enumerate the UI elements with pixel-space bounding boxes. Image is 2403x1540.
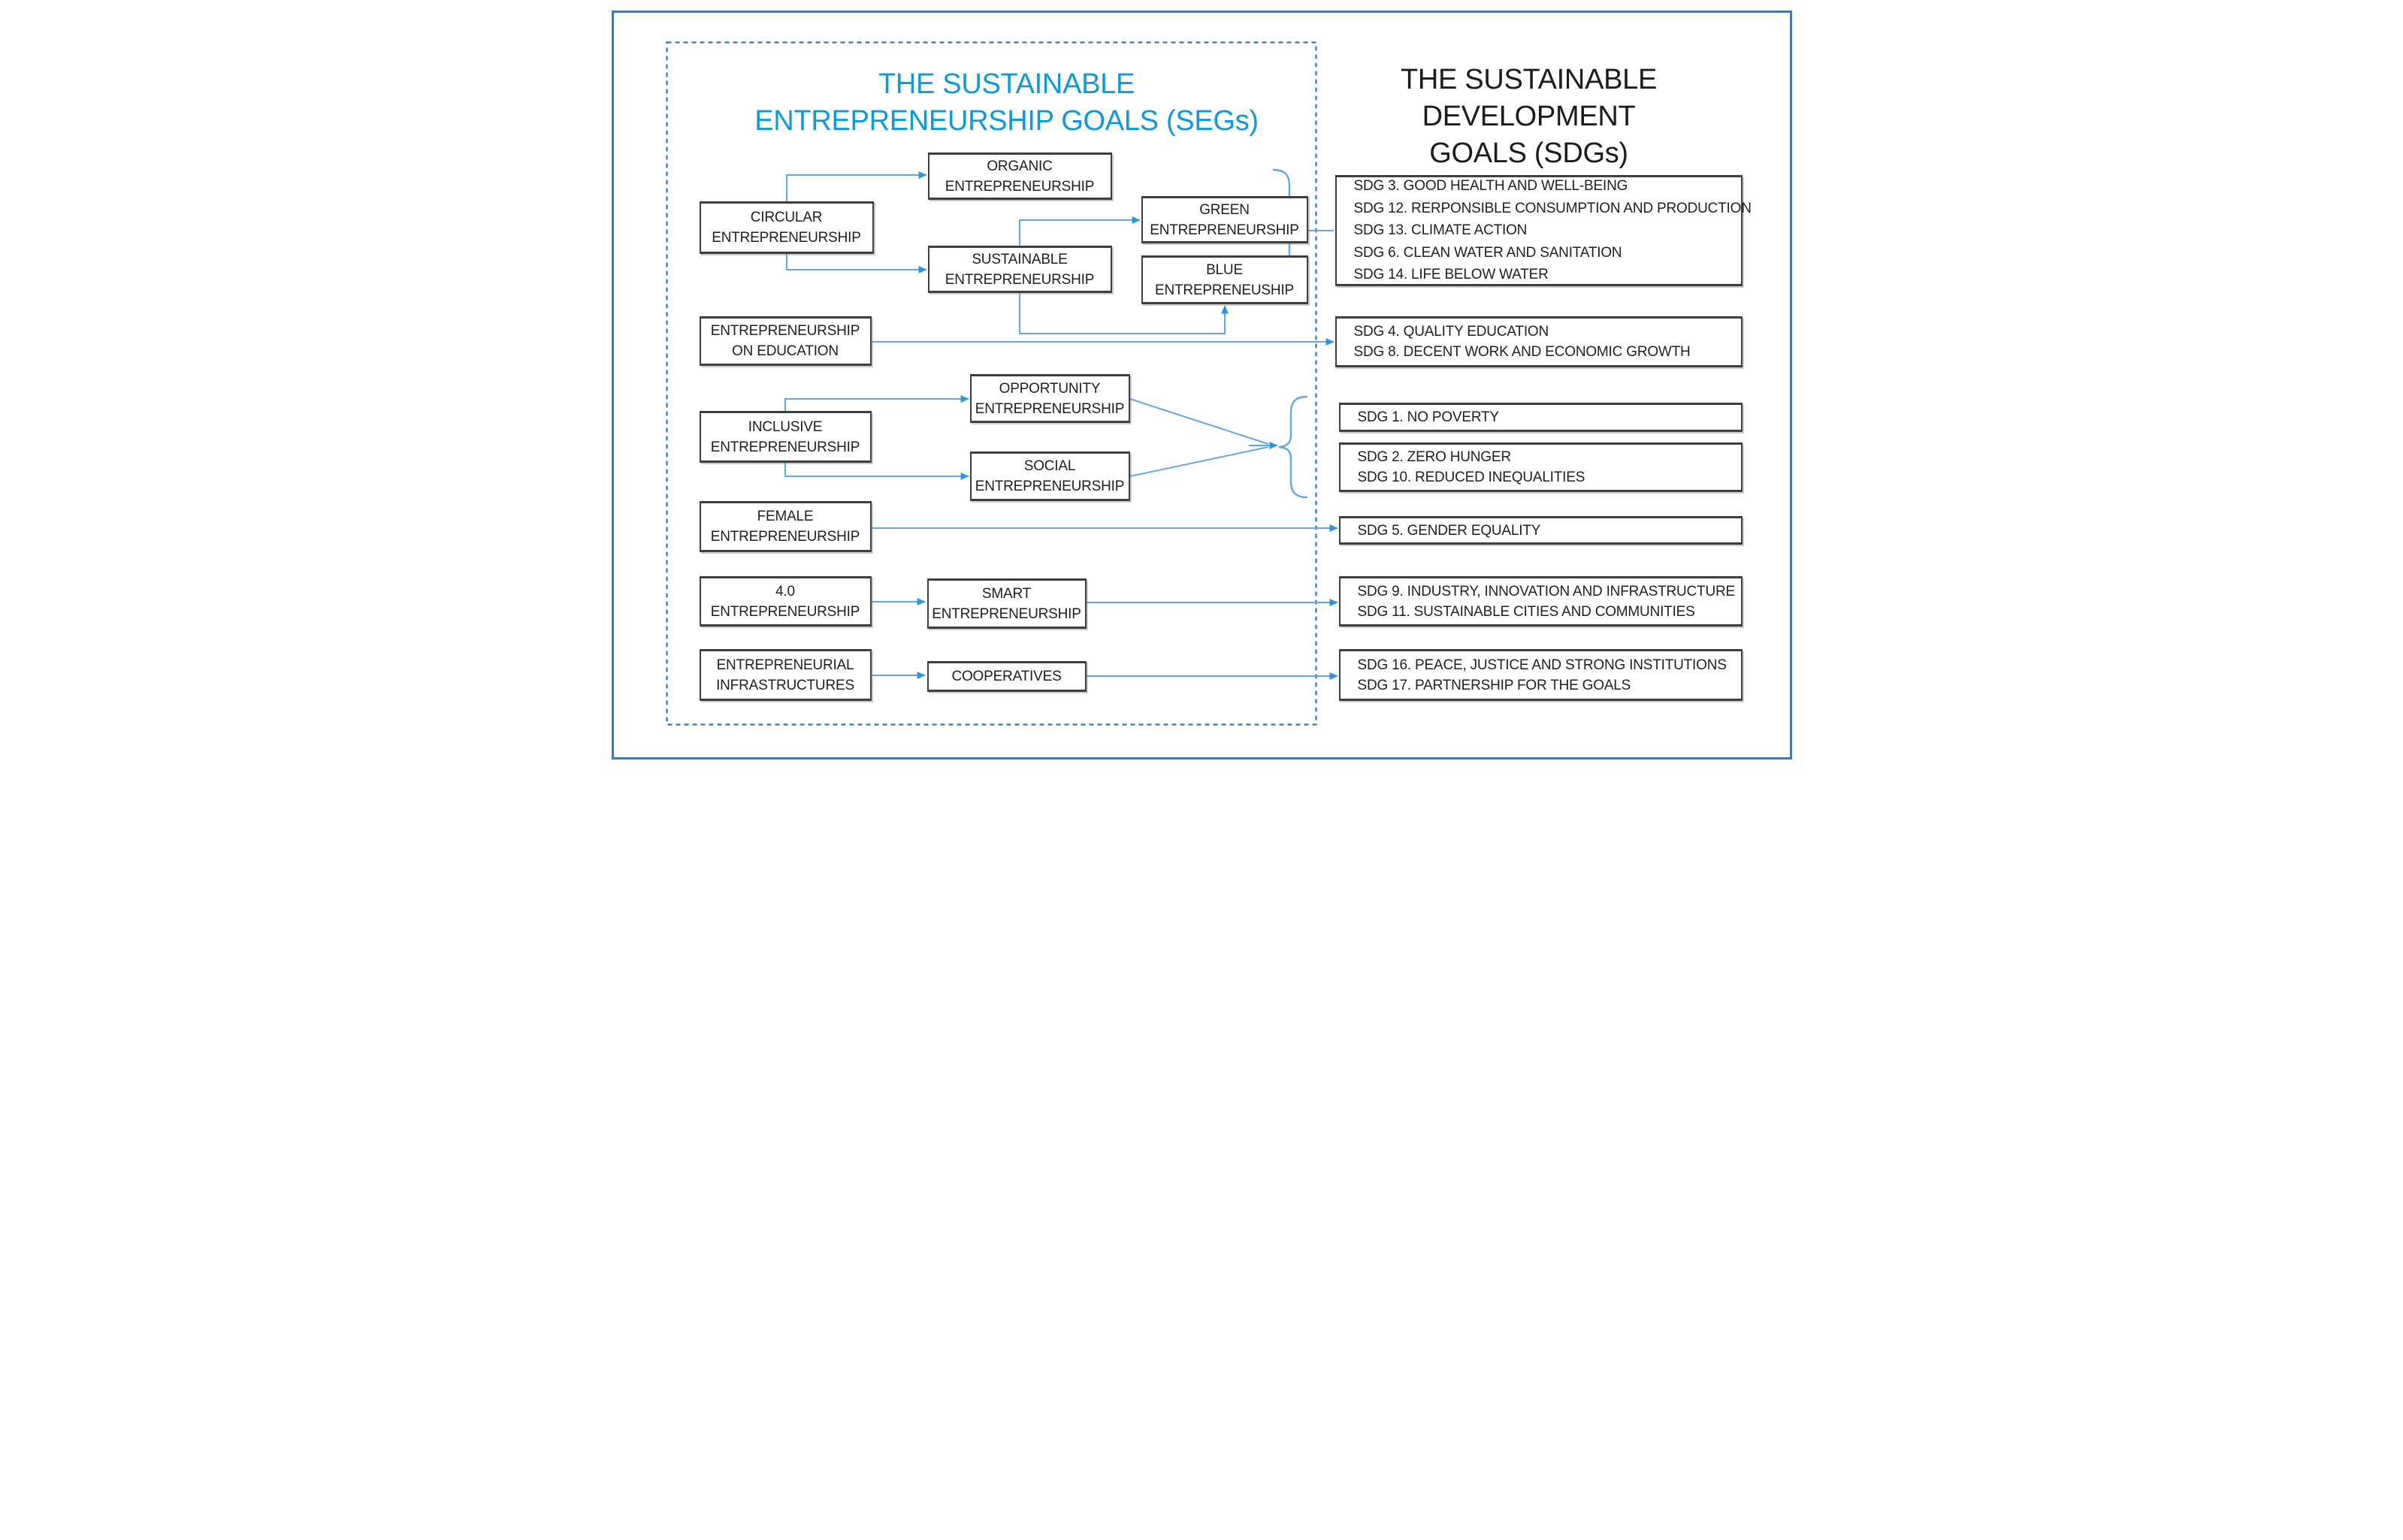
seg-box-four-zero-label: 4.0 ENTREPRENEURSHIP [710,583,860,620]
seg-box-education: ENTREPRENEURSHIP ON EDUCATION [699,316,872,366]
connector-social-diagonal [1129,446,1268,477]
sdg-box-industry-group: SDG 9. INDUSTRY, INNOVATION AND INFRASTR… [1338,576,1743,627]
seg-box-circular: CIRCULAR ENTREPRENEURSHIP [699,201,874,254]
seg-box-infrastructures-label: ENTREPRENEURIAL INFRASTRUCTURES [716,657,854,693]
sdg-line: SDG 11. SUSTAINABLE CITIES AND COMMUNITI… [1357,603,1695,620]
sdg-box-poverty: SDG 1. NO POVERTY [1338,403,1743,432]
seg-box-cooperatives: COOPERATIVES [926,661,1087,692]
connector-circular-to-sustainable [785,254,927,273]
sdg-line: SDG 1. NO POVERTY [1357,409,1500,425]
seg-box-inclusive: INCLUSIVE ENTREPRENEURSHIP [699,411,872,463]
sdg-line: SDG 10. REDUCED INEQUALITIES [1357,470,1585,485]
sdg-line: SDG 13. CLIMATE ACTION [1353,222,1528,239]
seg-box-social: SOCIAL ENTREPRENEURSHIP [969,451,1130,501]
connector-layer [665,41,1338,726]
diagram-canvas: THE SUSTAINABLE ENTREPRENEURSHIP GOALS (… [600,0,1803,770]
sdg-title: THE SUSTAINABLE DEVELOPMENT GOALS (SDGs) [1400,64,1658,169]
seg-box-blue: BLUE ENTREPRENEUSHIP [1141,255,1308,304]
sdg-line: SDG 9. INDUSTRY, INNOVATION AND INFRASTR… [1357,583,1736,599]
connector-circular-to-organic [785,171,927,201]
seg-box-smart-label: SMART ENTREPRENEURSHIP [932,585,1081,622]
sdg-line: SDG 3. GOOD HEALTH AND WELL-BEING [1353,178,1628,195]
sdg-line: SDG 17. PARTNERSHIP FOR THE GOALS [1357,677,1631,693]
seg-box-blue-label: BLUE ENTREPRENEUSHIP [1155,261,1294,298]
sdg-line: SDG 12. RERPONSIBLE CONSUMPTION AND PROD… [1353,200,1752,216]
seg-box-sustainable: SUSTAINABLE ENTREPRENEURSHIP [927,246,1112,293]
connector-sustainable-to-blue [1018,293,1229,334]
sdg-box-health-group: SDG 3. GOOD HEALTH AND WELL-BEING SDG 12… [1334,175,1752,286]
connector-inclusive-to-social [784,463,969,480]
seg-box-sustainable-label: SUSTAINABLE ENTREPRENEURSHIP [945,251,1095,288]
connector-inclusive-to-opportunity [784,395,969,411]
sdg-line: SDG 4. QUALITY EDUCATION [1353,324,1549,340]
sdg-box-gender: SDG 5. GENDER EQUALITY [1338,516,1743,545]
sdg-line: SDG 6. CLEAN WATER AND SANITATION [1353,244,1622,261]
sdg-line: SDG 2. ZERO HUNGER [1357,449,1512,465]
sdg-line: SDG 14. LIFE BELOW WATER [1353,267,1549,283]
seg-box-green: GREEN ENTREPRENEURSHIP [1141,196,1308,243]
connector-sustainable-to-green [1018,216,1141,246]
sdg-box-peace-group: SDG 16. PEACE, JUSTICE AND STRONG INSTIT… [1338,649,1743,701]
brace-sdg-poverty-hunger-group [1278,395,1307,499]
seg-box-four-zero: 4.0 ENTREPRENEURSHIP [699,576,872,627]
seg-title: THE SUSTAINABLE ENTREPRENEURSHIP GOALS (… [754,68,1259,137]
sdg-box-education-group: SDG 4. QUALITY EDUCATION SDG 8. DECENT W… [1334,316,1743,367]
seg-box-infrastructures: ENTREPRENEURIAL INFRASTRUCTURES [699,649,872,701]
seg-box-organic: ORGANIC ENTREPRENEURSHIP [927,152,1112,200]
seg-box-green-label: GREEN ENTREPRENEURSHIP [1150,201,1299,238]
seg-group-dashed-border [665,41,1317,726]
seg-box-cooperatives-label: COOPERATIVES [951,669,1062,684]
sdg-box-hunger-group: SDG 2. ZERO HUNGER SDG 10. REDUCED INEQU… [1338,442,1743,492]
seg-box-social-label: SOCIAL ENTREPRENEURSHIP [975,458,1125,494]
seg-box-opportunity-label: OPPORTUNITY ENTREPRENEURSHIP [975,380,1125,417]
seg-box-female-label: FEMALE ENTREPRENEURSHIP [710,509,860,545]
outer-border [611,11,1792,759]
seg-box-opportunity: OPPORTUNITY ENTREPRENEURSHIP [969,374,1130,423]
seg-box-inclusive-label: INCLUSIVE ENTREPRENEURSHIP [710,418,860,455]
seg-box-circular-label: CIRCULAR ENTREPRENEURSHIP [712,210,861,246]
seg-box-female: FEMALE ENTREPRENEURSHIP [699,501,872,552]
seg-box-smart: SMART ENTREPRENEURSHIP [926,578,1087,629]
connector-opportunity-diagonal [1129,398,1268,445]
sdg-line: SDG 16. PEACE, JUSTICE AND STRONG INSTIT… [1357,657,1727,673]
seg-box-organic-label: ORGANIC ENTREPRENEURSHIP [945,158,1095,195]
sdg-line: SDG 8. DECENT WORK AND ECONOMIC GROWTH [1353,344,1691,360]
sdg-line: SDG 5. GENDER EQUALITY [1357,522,1541,539]
seg-box-education-label: ENTREPRENEURSHIP ON EDUCATION [710,323,860,359]
